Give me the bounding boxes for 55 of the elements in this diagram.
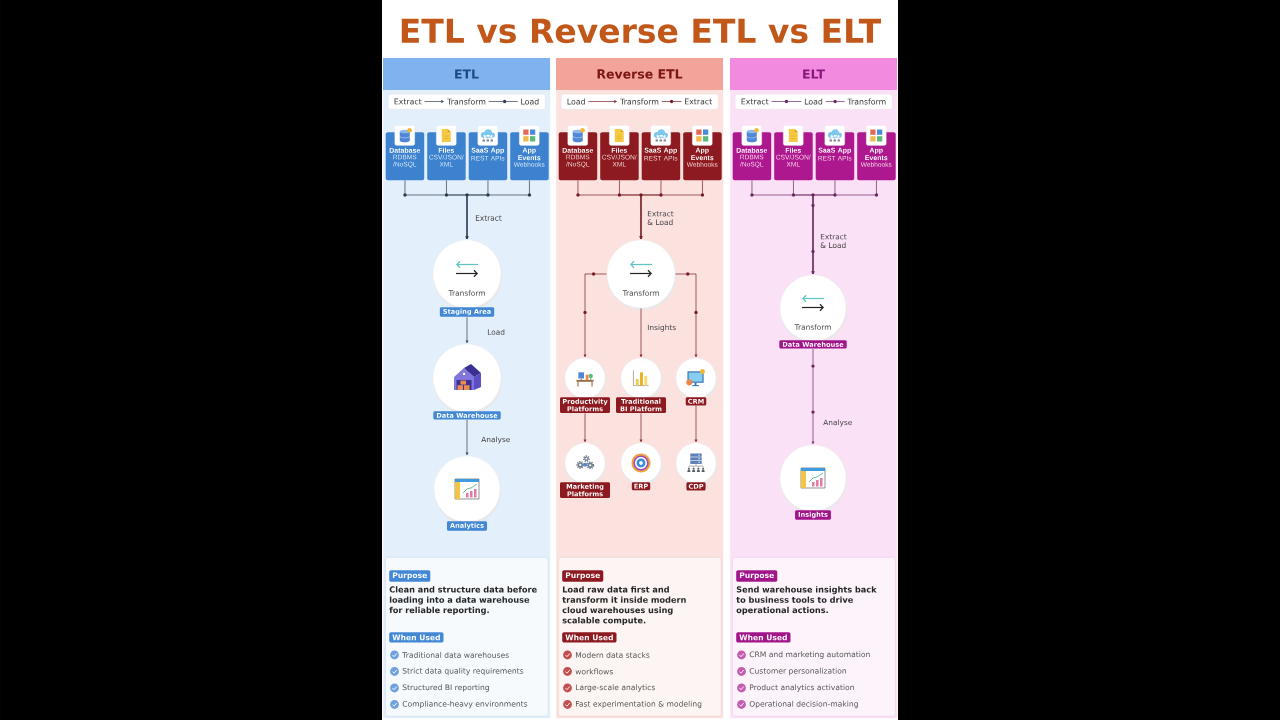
source-tile <box>385 125 425 181</box>
process-circle <box>675 357 718 406</box>
process-circle <box>432 239 503 317</box>
source-tile <box>815 125 855 181</box>
arrow <box>583 412 587 443</box>
source-tile <box>427 125 466 181</box>
source-tile <box>732 125 772 181</box>
arrow <box>675 272 698 358</box>
info-card <box>558 557 722 717</box>
connector <box>488 99 519 104</box>
process-circle <box>560 442 610 498</box>
arrow <box>583 272 607 358</box>
purpose-text: Load raw data first and transform it inside modern cloud warehouses using scalable compute. <box>562 586 686 626</box>
process-circle <box>675 442 718 491</box>
arrow <box>811 180 879 275</box>
source-tile <box>600 125 639 181</box>
step-bar <box>561 94 719 110</box>
process-circle <box>616 357 666 413</box>
arrow <box>465 180 532 240</box>
arrow <box>639 180 705 240</box>
arrow <box>465 316 469 344</box>
process-circle <box>432 343 503 420</box>
source-tile <box>468 125 508 181</box>
source-tile <box>558 125 598 181</box>
process-circle <box>620 442 663 491</box>
process-circle <box>560 357 610 413</box>
info-card <box>732 557 896 717</box>
purpose-text: Send warehouse insights back to business tools to drive operational actions. <box>736 586 877 615</box>
arrow <box>694 405 698 443</box>
process-circle <box>606 239 677 311</box>
source-tile <box>774 125 813 181</box>
source-tile <box>641 125 681 181</box>
process-circle <box>433 455 502 531</box>
step-bar <box>735 94 893 110</box>
source-tile <box>857 125 896 181</box>
connector <box>771 99 802 104</box>
arrow <box>424 100 444 103</box>
title: ETL vs Reverse ETL vs ELT <box>401 18 882 44</box>
arrow <box>639 412 643 443</box>
source-tile <box>683 125 722 181</box>
process-circle <box>779 274 848 349</box>
connector <box>661 99 682 104</box>
source-tile <box>510 125 549 181</box>
step-bar <box>388 94 546 110</box>
process-circle <box>779 444 848 520</box>
arrow <box>811 348 815 445</box>
purpose-text: Clean and structure data before loading into a data warehouse for reliable reporting. <box>389 586 537 615</box>
connector <box>825 99 845 104</box>
arrow <box>639 308 643 358</box>
info-card <box>385 557 549 717</box>
column-header: Reverse ETL <box>556 58 723 90</box>
arrow <box>587 100 617 103</box>
arrow <box>465 419 469 456</box>
column-header: ETL <box>383 58 550 90</box>
column-header: ELT <box>730 58 897 90</box>
